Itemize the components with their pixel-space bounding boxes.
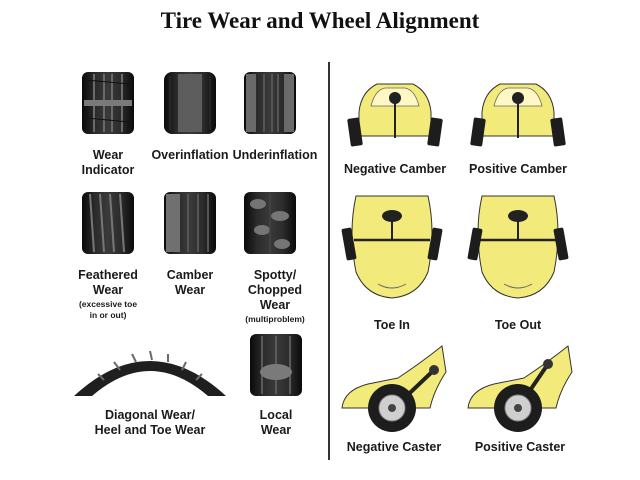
negative-camber-car-image (347, 83, 443, 147)
negative-caster-label: Negative Caster (346, 440, 442, 454)
positive-camber-car-image (470, 83, 566, 147)
wear-indicator-tread-image (82, 72, 134, 134)
negative-camber-label: Negative Camber (343, 162, 447, 176)
feathered-wear-tread-image (82, 192, 134, 254)
feathered-wear-note: (excessive toe in or out) (78, 299, 138, 320)
camber-wear-tread-image (164, 192, 216, 254)
positive-caster-car-image (467, 345, 573, 432)
toe-in-car-image (341, 195, 443, 299)
positive-caster-label: Positive Caster (474, 440, 566, 454)
spotty-wear-label: Spotty/ Chopped Wear (247, 268, 303, 312)
section-divider (328, 62, 330, 460)
negative-caster-car-image (341, 345, 447, 432)
toe-out-car-image (467, 195, 569, 299)
feathered-wear-label: Feathered Wear (78, 268, 138, 297)
overinflation-label: Overinflation (151, 148, 229, 162)
diagonal-wear-tire-image (74, 350, 226, 396)
page-title: Tire Wear and Wheel Alignment (160, 8, 480, 33)
toe-in-label: Toe In (374, 318, 410, 332)
diagonal-wear-label: Diagonal Wear/ Heel and Toe Wear (94, 408, 206, 437)
toe-out-label: Toe Out (494, 318, 542, 332)
local-wear-tread-image (250, 334, 302, 396)
underinflation-label: Underinflation (232, 148, 318, 162)
positive-camber-label: Positive Camber (469, 162, 567, 176)
overinflation-tread-image (164, 72, 216, 134)
camber-wear-label: Camber Wear (166, 268, 214, 297)
local-wear-label: Local Wear (259, 408, 293, 437)
underinflation-tread-image (244, 72, 296, 134)
spotty-wear-tread-image (244, 192, 296, 254)
wear-indicator-label: Wear Indicator (81, 148, 135, 177)
spotty-wear-note: (multiproblem) (245, 314, 305, 324)
